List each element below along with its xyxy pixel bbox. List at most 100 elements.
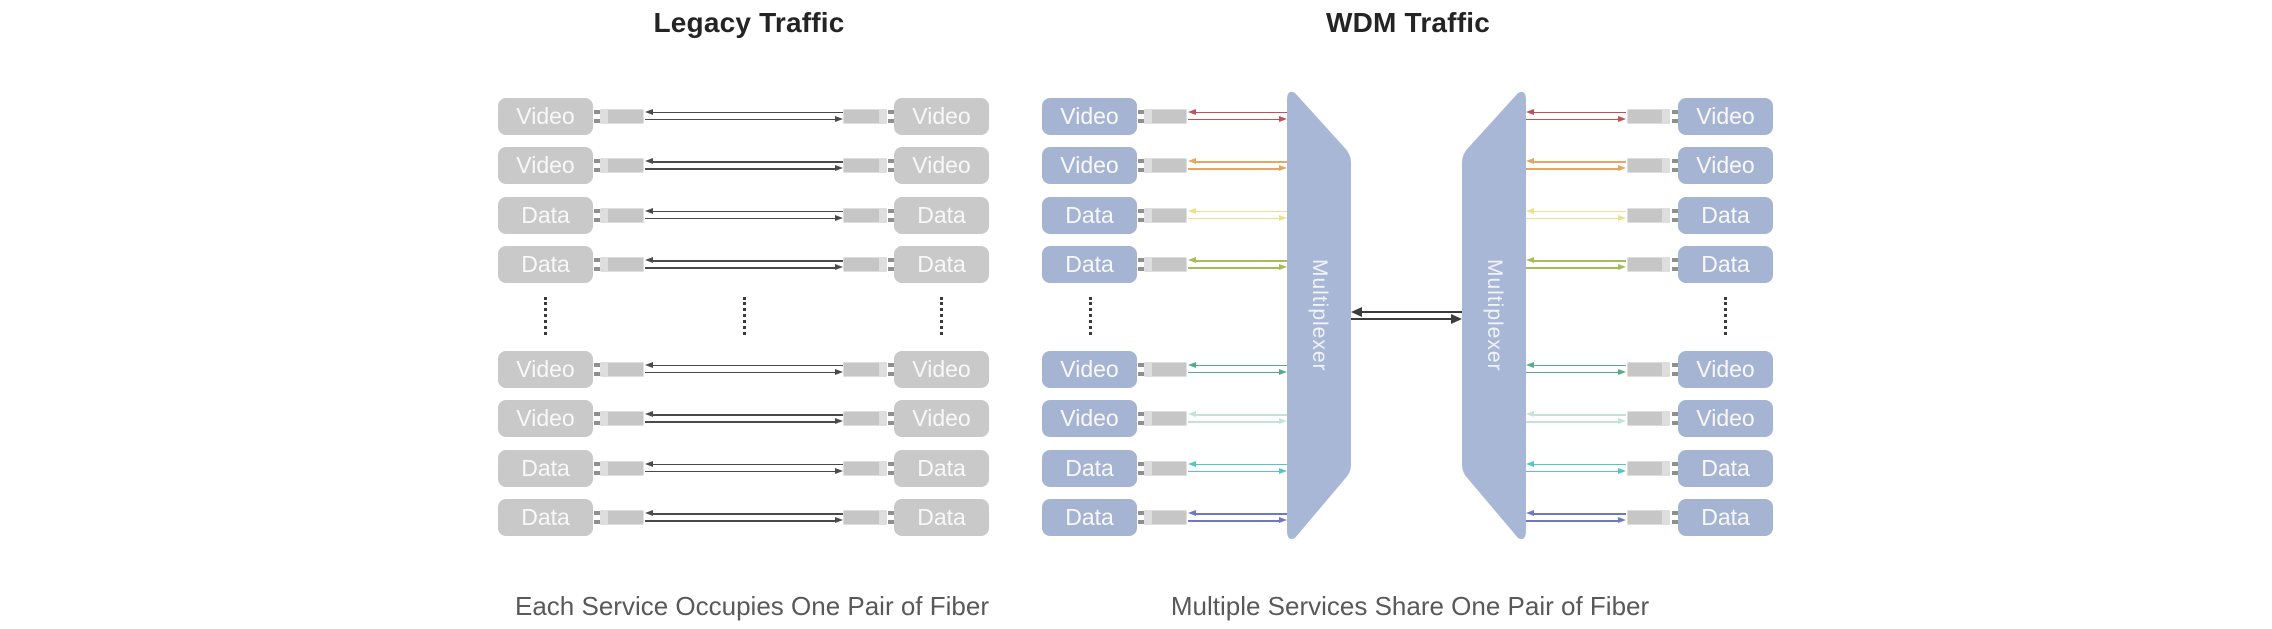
fiber-arrowhead-left-icon — [1351, 307, 1362, 317]
arrowhead-right-icon — [1618, 165, 1626, 172]
fiber-connector — [1144, 510, 1187, 525]
arrowhead-right-icon — [835, 467, 843, 474]
line-toward-right — [645, 421, 835, 423]
connector-pins — [887, 258, 894, 271]
service-box-video: Video — [498, 147, 593, 184]
wavelength-pair-right — [1526, 351, 1626, 388]
line-toward-left — [653, 260, 843, 262]
line-toward-left — [653, 463, 843, 466]
ellipsis-dots-icon — [1088, 297, 1092, 335]
connector-pins — [593, 511, 600, 524]
service-box-data: Data — [894, 196, 989, 234]
connector-pins — [1671, 511, 1678, 524]
connector-pins — [1671, 461, 1678, 475]
connector-pins — [1137, 461, 1144, 475]
wavelength-pair-right — [1526, 147, 1626, 184]
arrowhead-left-icon — [1188, 411, 1196, 418]
line-toward-right — [1188, 217, 1279, 220]
arrowhead-right-icon — [1618, 264, 1626, 271]
arrowhead-left-icon — [1526, 411, 1534, 418]
line-toward-right — [1526, 267, 1618, 269]
shared-fiber-link — [1351, 303, 1462, 328]
connector-pins — [887, 412, 894, 425]
service-box-data: Data — [894, 246, 989, 283]
arrowhead-right-icon — [835, 214, 843, 221]
arrowhead-right-icon — [835, 165, 843, 172]
arrowhead-left-icon — [1526, 460, 1534, 467]
wavelength-pair-left — [1188, 98, 1287, 135]
arrowhead-right-icon — [1279, 368, 1287, 375]
arrowhead-right-icon — [1279, 418, 1287, 425]
arrowhead-right-icon — [1279, 264, 1287, 271]
fiber-connector — [1144, 207, 1187, 223]
connector-pins — [1137, 412, 1144, 425]
arrowhead-left-icon — [1526, 108, 1534, 115]
wdm-caption: Multiple Services Share One Pair of Fibe… — [1170, 591, 1650, 621]
fiber-connector — [1627, 207, 1670, 223]
line-toward-left — [1534, 513, 1626, 515]
line-toward-left — [1196, 260, 1287, 262]
arrowhead-right-icon — [1279, 517, 1287, 524]
ellipsis-dots-icon — [1724, 297, 1727, 335]
line-toward-left — [1196, 463, 1287, 466]
service-box-video: Video — [498, 400, 593, 437]
legacy-fiber-pair — [645, 147, 843, 184]
fiber-connector — [1627, 158, 1670, 173]
line-toward-left — [653, 111, 843, 114]
wavelength-pair-left — [1188, 147, 1287, 184]
service-box-video: Video — [894, 97, 989, 135]
connector-pins — [593, 109, 600, 123]
arrowhead-right-icon — [835, 368, 843, 375]
fiber-connector — [843, 108, 887, 124]
service-box-data: Data — [1042, 196, 1137, 234]
fiber-connector — [843, 411, 887, 426]
connector-pins — [593, 362, 600, 376]
line-toward-left — [1196, 161, 1287, 163]
arrowhead-right-icon — [835, 115, 843, 122]
arrowhead-left-icon — [1188, 257, 1196, 264]
legacy-fiber-pair — [645, 351, 843, 388]
fiber-connector — [600, 158, 644, 173]
multiplexer-left-label: Multiplexer — [1308, 259, 1331, 372]
line-toward-right — [1526, 371, 1618, 374]
arrowhead-right-icon — [1618, 115, 1626, 122]
line-toward-left — [1534, 210, 1626, 213]
service-box-video: Video — [1042, 147, 1137, 184]
service-box-data: Data — [894, 499, 989, 536]
line-toward-right — [1188, 168, 1279, 170]
fiber-arrowhead-right-icon — [1451, 314, 1462, 324]
fiber-connector — [600, 108, 644, 124]
service-box-data: Data — [498, 449, 593, 487]
service-box-video: Video — [894, 400, 989, 437]
line-toward-left — [653, 364, 843, 367]
service-box-video: Video — [498, 350, 593, 388]
connector-pins — [887, 109, 894, 123]
connector-pins — [1671, 159, 1678, 172]
fiber-connector — [843, 510, 887, 525]
arrowhead-right-icon — [1618, 368, 1626, 375]
fiber-connector — [1627, 510, 1670, 525]
arrowhead-right-icon — [1618, 418, 1626, 425]
service-box-data: Data — [498, 196, 593, 234]
multiplexer-right-shape — [1462, 91, 1526, 539]
arrowhead-right-icon — [1279, 467, 1287, 474]
fiber-connector — [1627, 108, 1670, 124]
fiber-connector — [843, 207, 887, 223]
fiber-connector — [1144, 257, 1187, 272]
line-toward-left — [653, 161, 843, 163]
line-toward-right — [1526, 217, 1618, 220]
wavelength-pair-right — [1526, 400, 1626, 437]
legacy-fiber-pair — [645, 400, 843, 437]
line-toward-left — [1196, 414, 1287, 416]
fiber-connector — [843, 361, 887, 377]
fiber-connector — [600, 460, 644, 476]
arrowhead-right-icon — [1618, 214, 1626, 221]
arrowhead-right-icon — [1279, 214, 1287, 221]
wavelength-pair-right — [1526, 197, 1626, 234]
arrowhead-left-icon — [1526, 510, 1534, 517]
line-toward-right — [1526, 118, 1618, 121]
arrowhead-right-icon — [1618, 467, 1626, 474]
